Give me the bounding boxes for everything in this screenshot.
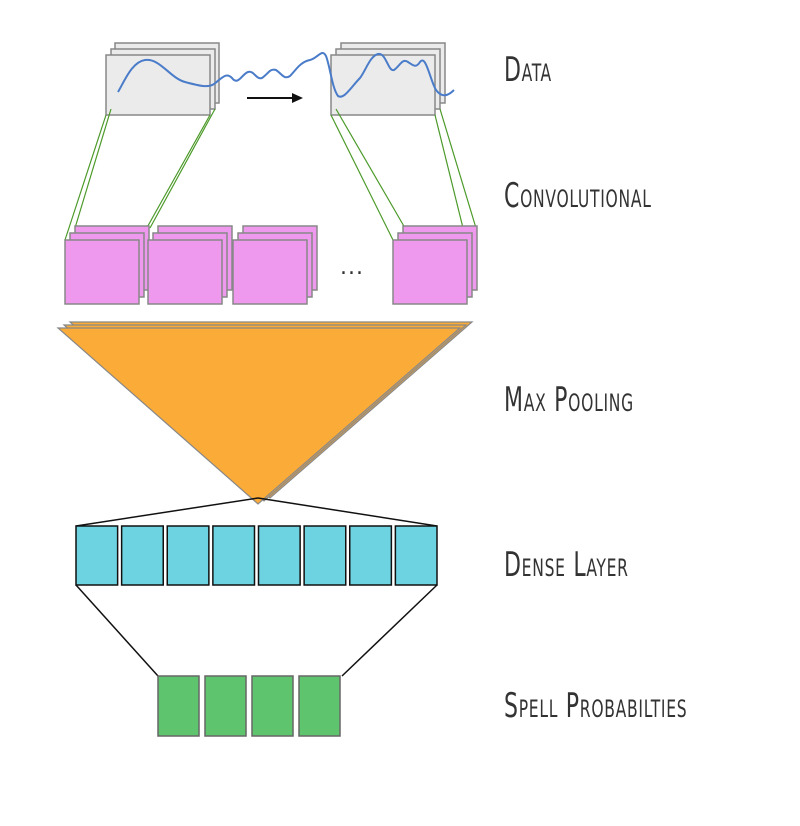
label-max-pooling: Max Pooling (504, 380, 634, 420)
dense-layer (75, 525, 438, 586)
dense-unit (394, 525, 438, 586)
conv-stack (392, 225, 478, 305)
conv-stack (147, 225, 233, 305)
data-window-right (330, 42, 446, 116)
output-layer (157, 675, 341, 737)
conv-block (147, 239, 223, 305)
label-data: Data (504, 50, 552, 90)
conv-block (64, 239, 140, 305)
conv-stack (232, 225, 318, 305)
arrow-icon (247, 93, 303, 103)
dense-to-output-connectors (75, 584, 438, 677)
conv-block (232, 239, 308, 305)
conv-blocks (64, 225, 478, 305)
dense-unit (212, 525, 256, 586)
conv-ellipsis: ... (340, 255, 364, 280)
output-unit (204, 675, 247, 737)
signal-waveform (117, 51, 455, 98)
dense-unit (349, 525, 393, 586)
output-unit (251, 675, 294, 737)
data-to-conv-connectors (64, 108, 477, 241)
output-unit (157, 675, 200, 737)
label-spell-probabilities: Spell Probabilties (504, 686, 688, 726)
dense-unit (303, 525, 347, 586)
output-unit (298, 675, 341, 737)
label-convolutional: Convolutional (504, 176, 652, 216)
data-window-left (105, 42, 220, 116)
pool-to-dense-connectors (75, 497, 438, 527)
dense-unit (120, 525, 164, 586)
label-dense-layer: Dense Layer (504, 545, 629, 585)
conv-stack (64, 225, 150, 305)
dense-unit (166, 525, 210, 586)
max-pooling-triangle (56, 321, 474, 505)
dense-unit (257, 525, 301, 586)
dense-unit (75, 525, 119, 586)
conv-block (392, 239, 468, 305)
